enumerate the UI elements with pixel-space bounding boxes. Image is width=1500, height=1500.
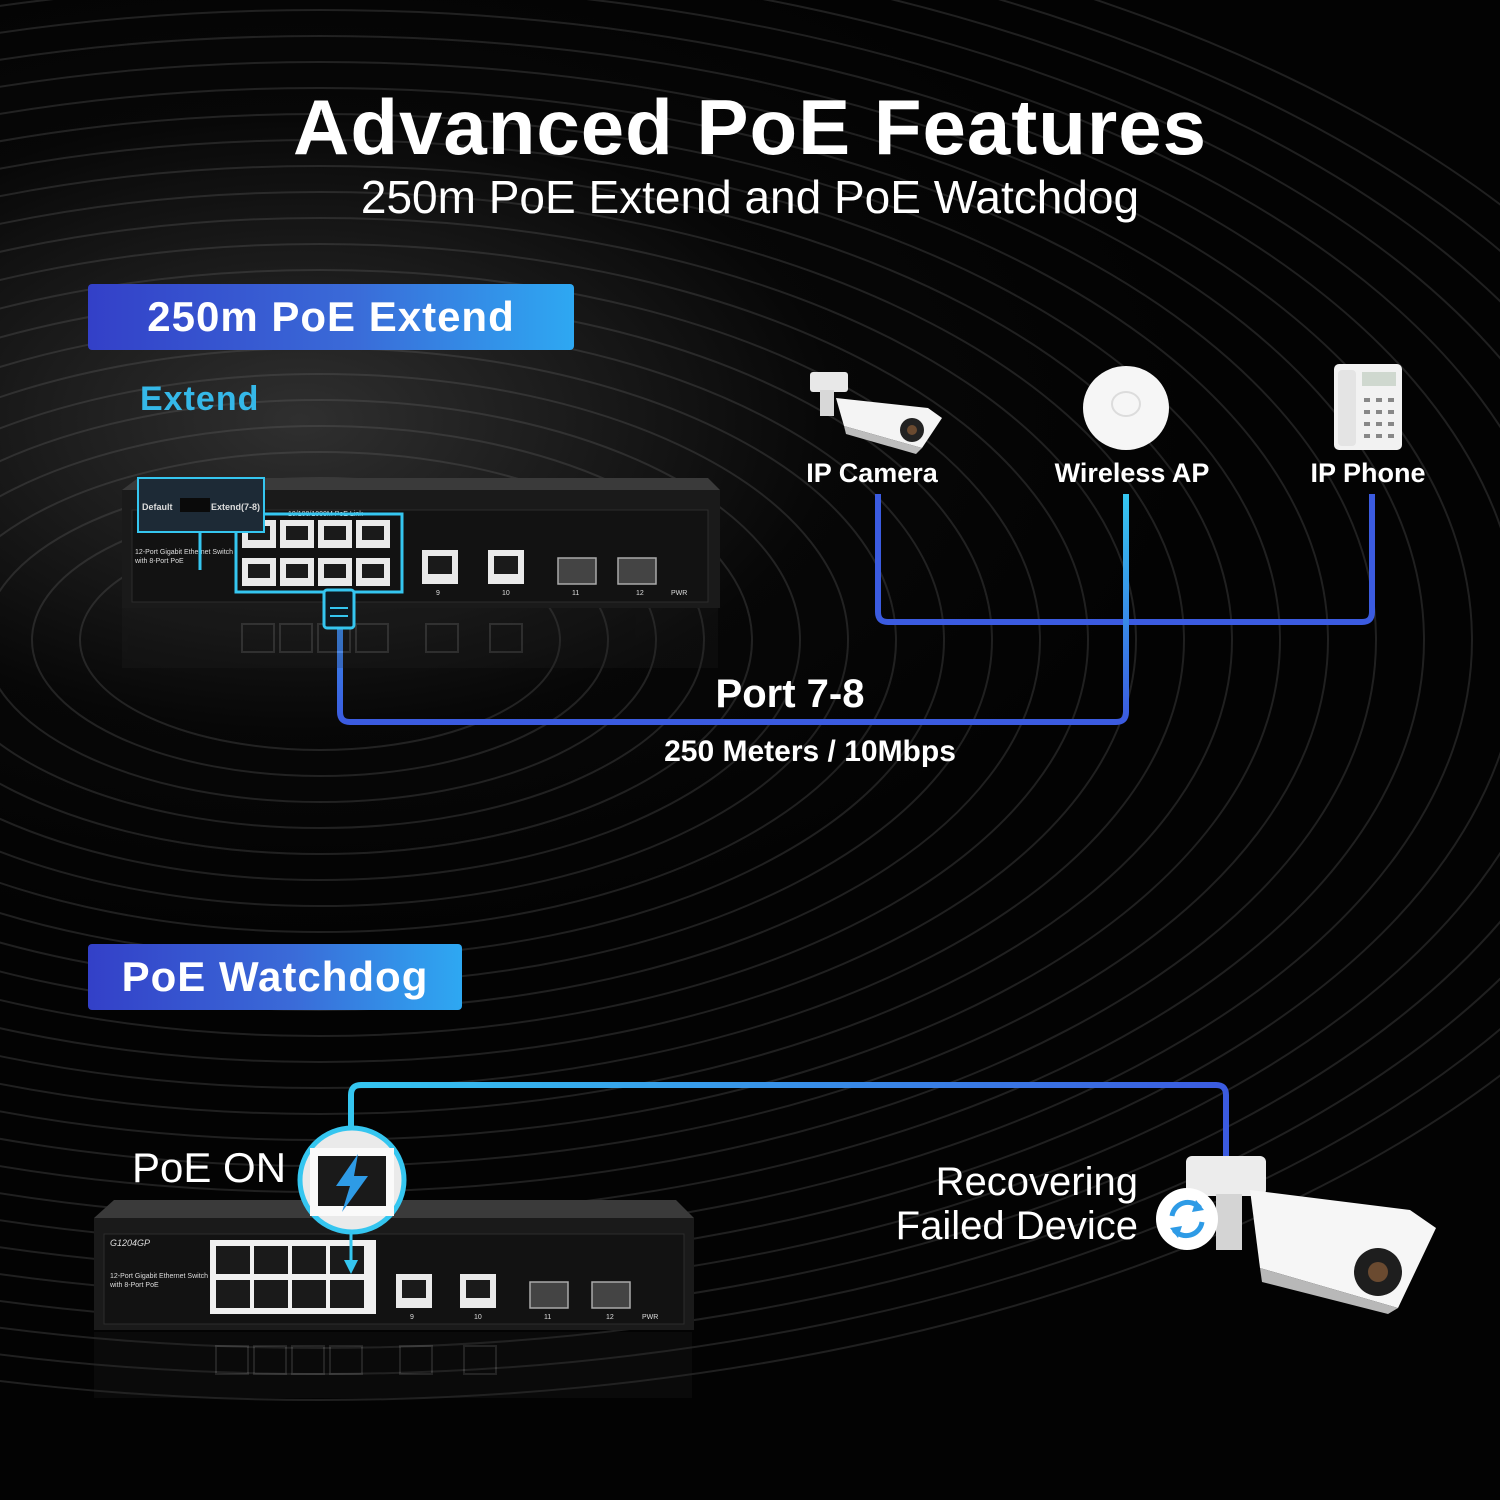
refresh-icon [1156,1188,1218,1250]
switch2-port-12: 12 [606,1314,614,1321]
poe-port-magnifier [297,1125,407,1235]
lightning-icon [336,1154,368,1212]
switch2-port-11: 11 [544,1314,551,1321]
watchdog-line [348,1082,1229,1165]
ripple-ring [0,269,1041,1011]
recovering-line-1: Recovering [935,1160,1138,1204]
switch-model-label: G1204GP [110,1238,150,1248]
ip-phone-label: IP Phone [1310,458,1426,488]
page-title: Advanced PoE Features [293,83,1207,171]
recovering-camera-icon [1186,1156,1436,1314]
poe-on-label: PoE ON [132,1144,287,1191]
switch2-port-10: 10 [474,1314,482,1321]
page-subtitle: 250m PoE Extend and PoE Watchdog [360,171,1140,223]
ip-camera-label: IP Camera [806,458,938,488]
ap-line [337,494,1129,725]
switch-extend-label: Extend(7-8) [211,502,260,512]
recovering-line-2: Failed Device [895,1204,1138,1248]
switch-desc-1: 12-Port Gigabit Ethernet Switch [135,549,233,556]
wireless-ap-icon [1083,366,1169,450]
ripple-ring [0,217,1137,1063]
port-11-label: 11 [572,590,579,597]
ip-phone-icon [1334,364,1402,450]
ripple-ring [0,0,1500,1401]
watchdog-badge: PoE Watchdog [88,944,462,1010]
ripple-ring [0,0,1500,1349]
switch-default-label: Default [142,502,173,512]
extend-badge: 250m PoE Extend [88,284,574,350]
switch2-desc-2: with 8-Port PoE [109,1282,159,1289]
ripple-ring [0,373,849,907]
ripple-ring [0,0,1500,1375]
poe-switch-extend: 12-Port Gigabit Ethernet Switch with 8-P… [122,477,720,668]
extend-mode-label: Extend [140,380,260,418]
port-12-label: 12 [636,590,644,597]
ripple-ring [0,451,705,829]
ripple-ring [0,165,1233,1115]
switch2-port-9: 9 [410,1314,414,1321]
switch2-pwr: PWR [642,1314,658,1321]
port-10-label: 10 [502,590,510,597]
poe-switch-watchdog: G1204GP 12-Port Gigabit Ethernet Switch … [94,1200,694,1398]
pwr-label: PWR [671,590,687,597]
ripple-ring [0,399,801,881]
distance-speed-label: 250 Meters / 10Mbps [664,735,956,768]
ripple-ring [0,191,1185,1089]
ripple-ring [0,243,1089,1037]
port-range-label: Port 7-8 [715,672,865,716]
ip-camera-icon [810,372,942,454]
port-9-label: 9 [436,590,440,597]
ripple-ring [0,425,753,855]
switch-desc-2: with 8-Port PoE [134,558,184,565]
recovering-text: Recovering Failed Device [840,1160,1138,1248]
wireless-ap-label: Wireless AP [1054,458,1210,488]
switch2-desc-1: 12-Port Gigabit Ethernet Switch [110,1273,208,1280]
